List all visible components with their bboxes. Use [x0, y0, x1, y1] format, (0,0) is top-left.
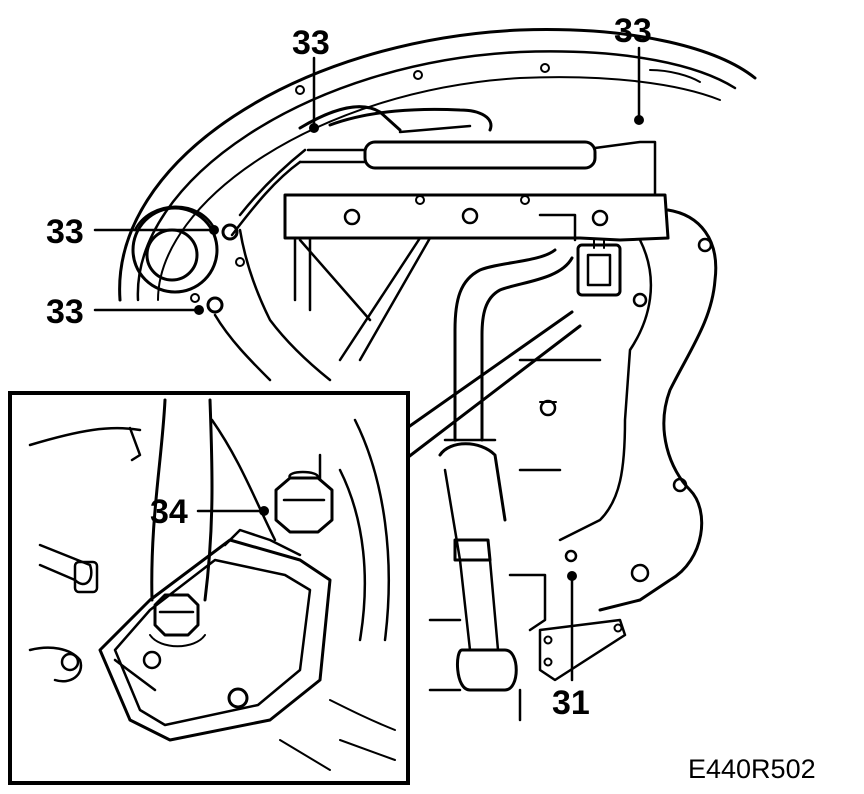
callout-33-top-right: 33 — [614, 12, 652, 50]
callout-33-low-left: 33 — [46, 293, 84, 331]
document-id: E440R502 — [688, 754, 816, 784]
inset-frame — [8, 391, 410, 785]
inset-pointer — [405, 310, 582, 460]
callout-33-top-left: 33 — [292, 24, 330, 62]
callout-34: 34 — [150, 493, 188, 531]
engine-bay-illustration — [118, 28, 757, 722]
callout-leaders — [93, 46, 644, 682]
callout-33-mid-left: 33 — [46, 213, 84, 251]
bolt-34 — [274, 470, 334, 534]
callout-31: 31 — [552, 684, 590, 722]
detail-inset — [8, 310, 582, 785]
